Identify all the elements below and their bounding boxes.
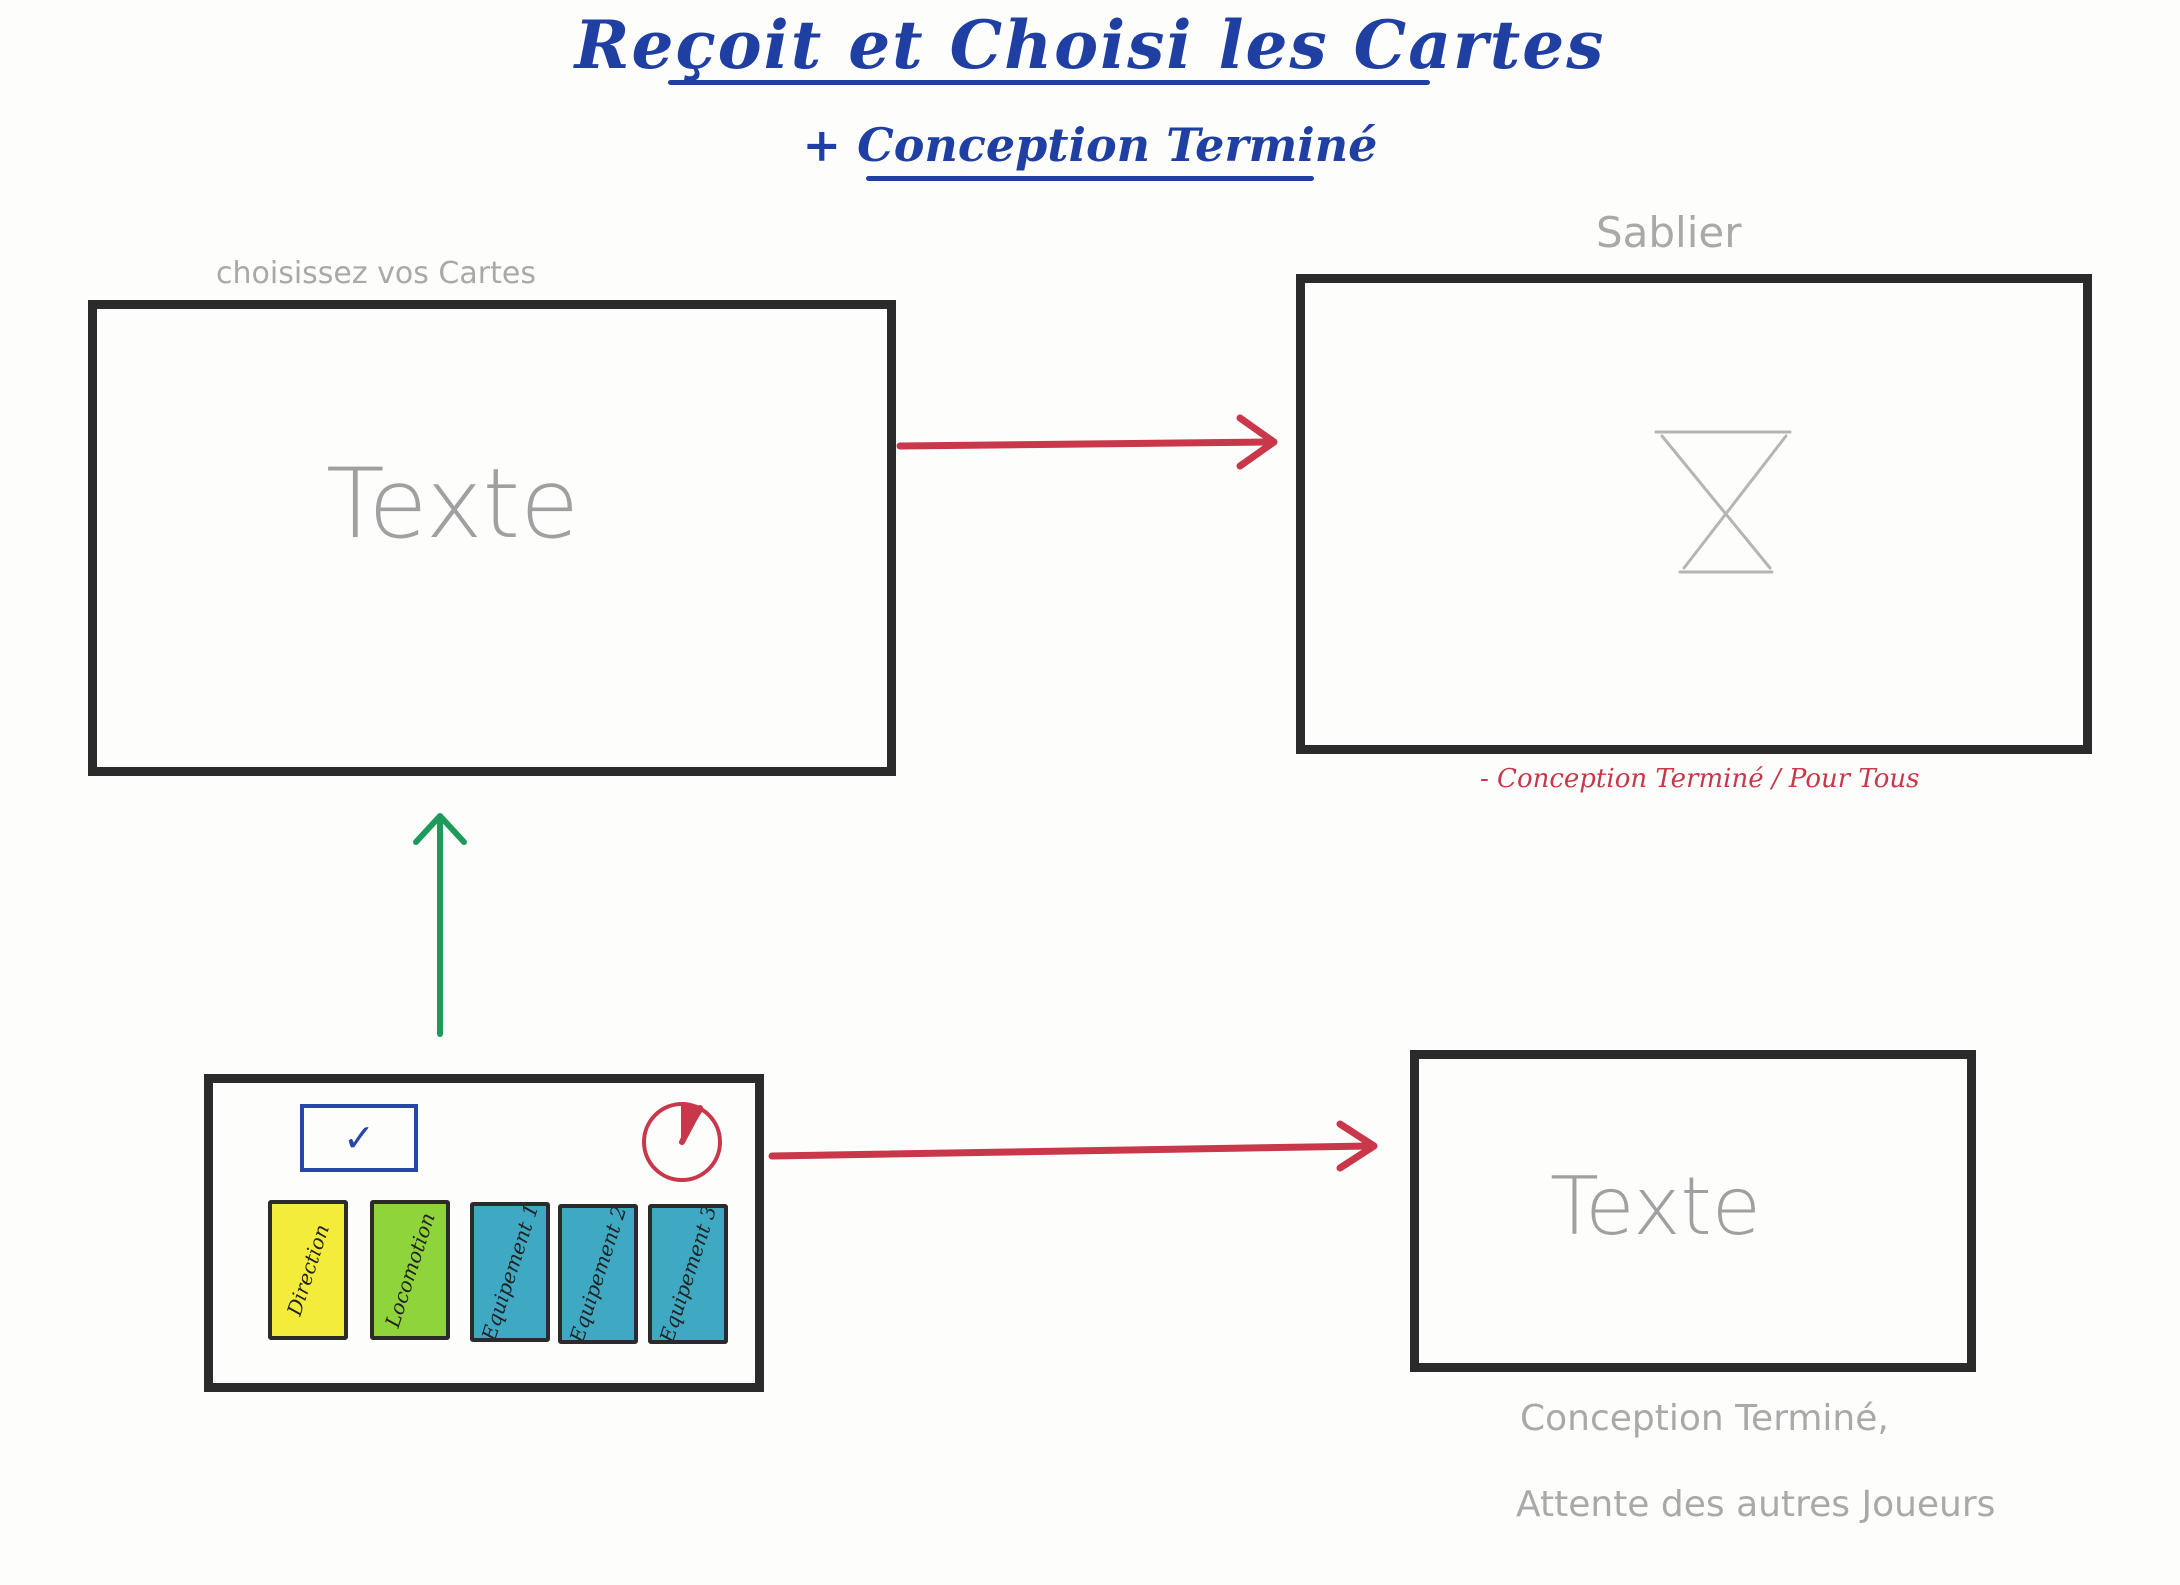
card-equipement-1[interactable]: Equipement 1 bbox=[470, 1202, 550, 1342]
waiting-screen-placeholder: Texte bbox=[1550, 1160, 1762, 1253]
choose-cards-screen bbox=[88, 300, 896, 776]
choose-screen-placeholder: Texte bbox=[326, 448, 580, 560]
hourglass-screen-note: - Conception Terminé / Pour Tous bbox=[1480, 764, 1920, 794]
hourglass-screen-caption: Sablier bbox=[1596, 208, 1742, 257]
card-panel-screen bbox=[204, 1074, 764, 1392]
arrow-panel-to-waiting bbox=[768, 1120, 1378, 1172]
waiting-screen-note-2: Attente des autres Joueurs bbox=[1516, 1484, 1996, 1525]
diagram-subtitle: + Conception Terminé bbox=[802, 118, 1378, 172]
hourglass-screen bbox=[1296, 274, 2092, 754]
timer-icon bbox=[642, 1102, 722, 1182]
card-direction[interactable]: Direction bbox=[268, 1200, 348, 1340]
waiting-screen-note-1: Conception Terminé, bbox=[1520, 1398, 1889, 1439]
card-locomotion[interactable]: Locomotion bbox=[370, 1200, 450, 1340]
diagram-title: Reçoit et Choisi les Cartes bbox=[574, 6, 1606, 84]
hourglass-icon bbox=[1654, 430, 1792, 574]
validate-checkbox[interactable]: ✓ bbox=[300, 1104, 418, 1172]
choose-screen-caption: choisissez vos Cartes bbox=[216, 256, 536, 291]
card-equipement-3[interactable]: Equipement 3 bbox=[648, 1204, 728, 1344]
subtitle-underline bbox=[866, 176, 1314, 181]
title-underline bbox=[668, 80, 1430, 85]
waiting-screen bbox=[1410, 1050, 1976, 1372]
arrow-panel-to-choose bbox=[413, 813, 467, 1037]
arrow-choose-to-hourglass bbox=[896, 414, 1278, 470]
card-equipement-2[interactable]: Equipement 2 bbox=[558, 1204, 638, 1344]
